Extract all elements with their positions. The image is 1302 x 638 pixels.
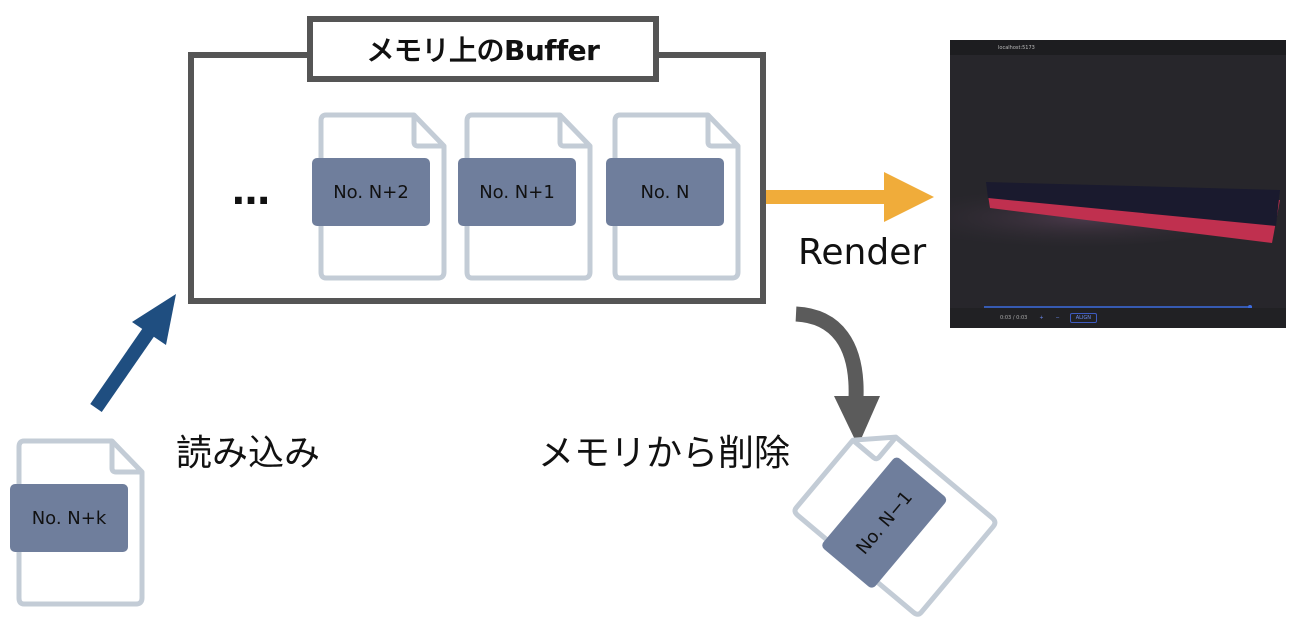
document-label: No. N bbox=[606, 158, 724, 226]
document-n-plus-k: No. N+k bbox=[10, 436, 146, 608]
url-text: localhost:5173 bbox=[998, 44, 1035, 51]
document-label: No. N+k bbox=[10, 484, 128, 552]
document-n-plus-1: No. N+1 bbox=[458, 110, 594, 282]
render-output-screenshot: localhost:5173 0:03 / 0:03 + − ALIGN bbox=[950, 40, 1286, 328]
player-controls: 0:03 / 0:03 + − ALIGN bbox=[950, 308, 1286, 328]
render-arrow bbox=[748, 172, 934, 222]
render-label: Render bbox=[798, 232, 927, 273]
document-label: No. N+2 bbox=[312, 158, 430, 226]
load-arrow bbox=[90, 294, 176, 412]
buffer-title: メモリ上のBuffer bbox=[307, 16, 659, 82]
document-label: No. N+1 bbox=[458, 158, 576, 226]
minus-button[interactable]: − bbox=[1055, 315, 1060, 321]
document-n: No. N bbox=[606, 110, 742, 282]
align-button[interactable]: ALIGN bbox=[1069, 313, 1098, 323]
load-label: 読み込み bbox=[176, 433, 321, 474]
document-n-plus-2: No. N+2 bbox=[312, 110, 448, 282]
time-readout: 0:03 / 0:03 bbox=[1000, 315, 1028, 321]
delete-arrow bbox=[795, 306, 880, 446]
ellipsis: … bbox=[232, 169, 274, 213]
plus-button[interactable]: + bbox=[1039, 315, 1044, 321]
delete-label: メモリから削除 bbox=[538, 433, 791, 474]
browser-address-bar: localhost:5173 bbox=[950, 40, 1286, 55]
dancers-image bbox=[950, 182, 1280, 309]
document-n-minus-1: No. N−1 bbox=[787, 411, 1002, 621]
